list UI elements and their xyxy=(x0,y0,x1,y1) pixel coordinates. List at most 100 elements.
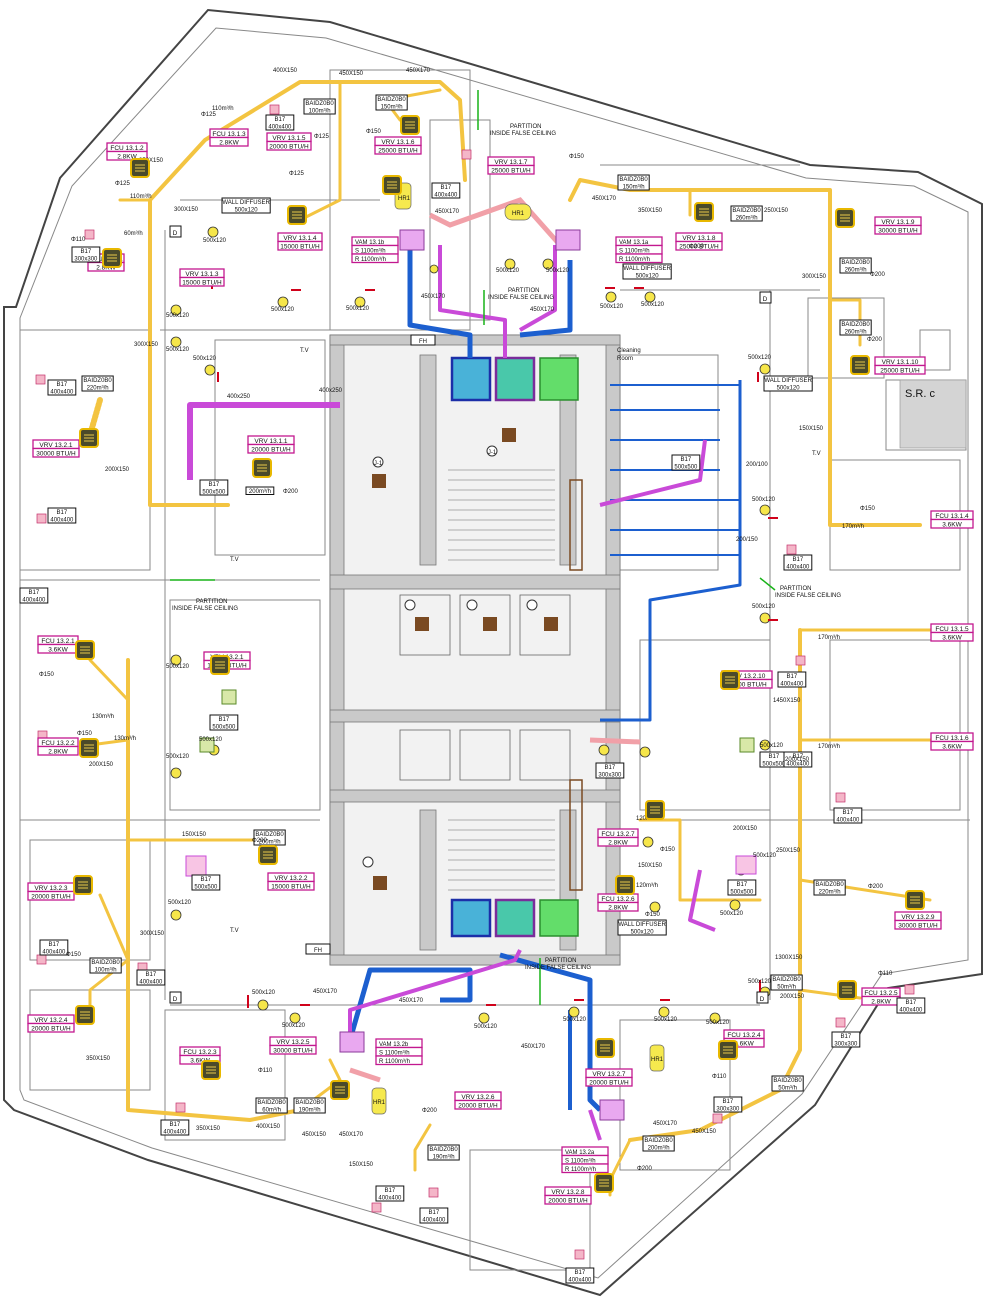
diffuser-tag-line: 400x400 xyxy=(780,682,804,688)
vam-tag-line: S 1100m³/h xyxy=(355,248,386,254)
diffuser-tag-line: 500x120 xyxy=(636,274,660,280)
diffuser-tag-line: 400x400 xyxy=(568,1278,592,1284)
dimension-label: 150X150 xyxy=(182,832,207,838)
svg-text:HR1: HR1 xyxy=(373,1100,386,1106)
diffuser-tag-line: B17 xyxy=(201,877,212,883)
diffuser-tag-line: 400x400 xyxy=(786,762,810,768)
diffuser-tag-line: B17 xyxy=(29,590,40,596)
dimension-label: 500x120 xyxy=(346,306,370,312)
dimension-label: Φ150 xyxy=(860,506,875,512)
diffuser-tag-line: B17 xyxy=(723,1099,734,1105)
diffuser-tag-line: 190m³/h xyxy=(433,1155,455,1161)
diffuser-tag-line: B17 xyxy=(81,249,92,255)
dimension-label: Φ125 xyxy=(115,181,130,187)
dimension-label: 500x120 xyxy=(199,737,223,743)
dimension-label: 200X150 xyxy=(780,994,805,1000)
vam-tag-line: VAM 13.2a xyxy=(565,1150,595,1156)
dimension-label: Φ200 xyxy=(870,272,885,278)
unit-tag-line: 20000 BTU/H xyxy=(251,446,291,453)
cleaning-room-label-b: Room xyxy=(617,356,633,362)
unit-tag-line: 20000 BTU/H xyxy=(269,143,309,150)
dimension-label: 110m³/h xyxy=(212,106,234,112)
dimension-label: 450X170 xyxy=(653,1121,678,1127)
fixed-labels: S.R. c FH FH D D D D PARTITION INSIDE FA… xyxy=(169,124,935,1004)
diffuser-tag-line: 260m³/h xyxy=(845,268,867,274)
diffuser-tag-line: 400x400 xyxy=(42,950,66,956)
unit-tag-line: FCU 13.2.3 xyxy=(183,1049,217,1056)
unit-tag-line: VRV 13.2.1 xyxy=(39,442,73,449)
partition-label-1b: INSIDE FALSE CEILING xyxy=(490,131,556,137)
unit-tag-fcu1322: FCU 13.2.22.8KW xyxy=(37,737,79,756)
dimension-label: 500x120 xyxy=(166,664,190,670)
unit-tag-line: VRV 13.1.6 xyxy=(381,139,415,146)
dimension-label: 150X150 xyxy=(799,426,824,432)
svg-text:HR1: HR1 xyxy=(512,211,525,217)
diffuser-tag-line: 500x500 xyxy=(730,890,754,896)
unit-tag-line: VRV 13.2.8 xyxy=(551,1189,585,1196)
dimension-label: 200X150 xyxy=(105,467,130,473)
diffuser-tag-line: B17 xyxy=(57,510,68,516)
diffuser-tag-line: 400x400 xyxy=(163,1130,187,1136)
dimension-label: 450X150 xyxy=(692,1129,717,1135)
dimension-label: 200X150 xyxy=(733,826,758,832)
dimension-label: 150X150 xyxy=(638,863,663,869)
unit-tag-line: 25000 BTU/H xyxy=(880,367,920,374)
unit-tag-line: FCU 13.2.1 xyxy=(41,638,75,645)
partition-label-4b: INSIDE FALSE CEILING xyxy=(775,593,841,599)
diffuser-tag-line: 400x400 xyxy=(50,518,74,524)
diffuser-tag-line: 50m³/h xyxy=(778,1086,797,1092)
diffuser-tag-line: B17 xyxy=(793,754,804,760)
dampers xyxy=(211,276,778,1008)
partition-label-3: PARTITION xyxy=(196,599,227,605)
diffuser-tag-line: 400x400 xyxy=(268,125,292,131)
supply-ducts xyxy=(87,80,942,1197)
hr-units: HR1 HR1 HR1 HR1 xyxy=(371,182,665,1115)
diffuser-tag-line: BAIDZ0B0 xyxy=(295,1100,324,1106)
dimension-label: 300X150 xyxy=(174,207,199,213)
dimension-label: 500x120 xyxy=(720,911,744,917)
diffuser-tag-line: 260m³/h xyxy=(845,330,867,336)
door-mark-2: D xyxy=(763,296,768,303)
unit-tag-fcu1326: FCU 13.2.62.8KW xyxy=(597,893,639,912)
unit-tag-line: VRV 13.2.6 xyxy=(461,1094,495,1101)
dimension-label: Φ200 xyxy=(689,244,704,250)
unit-tag-line: VRV 13.2.7 xyxy=(592,1071,626,1078)
dimension-label: 350X150 xyxy=(139,158,164,164)
diffuser-tag-line: 500x500 xyxy=(674,465,698,471)
unit-tag-line: 30000 BTU/H xyxy=(898,922,938,929)
diffuser-tag-line: BAIDZ0B0 xyxy=(377,97,406,103)
vam-tag-line: S 1100m³/h xyxy=(565,1158,596,1164)
diffuser-tag-line: 60m³/h xyxy=(262,1108,281,1114)
dimension-label: 500x120 xyxy=(166,347,190,353)
diffuser-tag-line: B17 xyxy=(429,1210,440,1216)
diffuser-tag-line: 500x120 xyxy=(777,386,801,392)
unit-tag-line: 20000 BTU/H xyxy=(458,1102,498,1109)
dimension-label: 250X150 xyxy=(764,208,789,214)
svg-text:HR1: HR1 xyxy=(651,1057,664,1063)
vam-tag-vam132a: VAM 13.2aS 1100m³/hR 1100m³/h xyxy=(561,1146,609,1174)
dimension-label: 500x120 xyxy=(641,302,665,308)
dimension-label: 400X150 xyxy=(273,68,298,74)
vam-unit-icon xyxy=(599,1099,625,1121)
vam-tag-line: VAM 13.1a xyxy=(619,240,649,246)
unit-tag-line: FCU 13.2.5 xyxy=(864,990,898,997)
unit-tag-line: VRV 13.1.4 xyxy=(283,235,317,242)
unit-tag-line: VRV 13.2.5 xyxy=(276,1039,310,1046)
